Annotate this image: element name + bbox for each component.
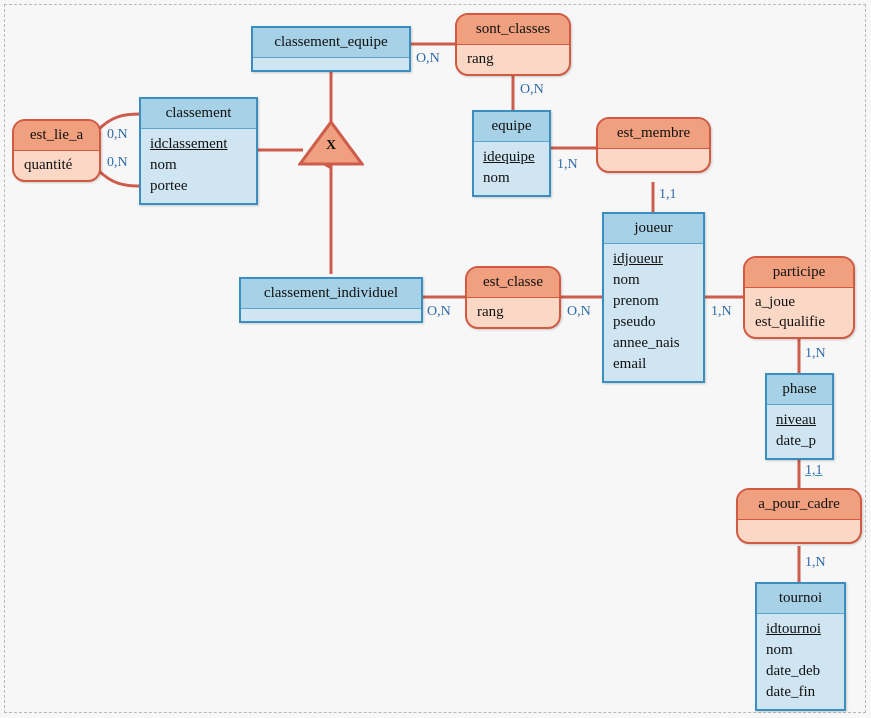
relationship-attributes [598,149,709,171]
cardinality-classement-equipe-sont-classes: O,N [416,51,440,66]
relationship-title: est_lie_a [14,121,99,151]
attribute: quantité [24,157,73,173]
relationship-est-lie-a[interactable]: est_lie_a quantité [12,119,101,182]
attribute: nom [766,642,793,658]
entity-tournoi[interactable]: tournoi idtournoi nom date_deb date_fin [755,582,846,711]
cardinality-sont-classes-equipe: O,N [520,82,544,97]
link-est-lie-a-loop-bottom [96,168,141,188]
attribute-pk: idclassement [150,136,228,152]
attribute: date_fin [766,684,816,700]
entity-joueur[interactable]: joueur idjoueur nom prenom pseudo annee_… [602,212,705,383]
entity-title: equipe [474,112,549,142]
relationship-title: est_membre [598,119,709,149]
relationship-title: a_pour_cadre [738,490,860,520]
relationship-est-classe[interactable]: est_classe rang [465,266,561,329]
cardinality-est-classe-joueur: O,N [567,304,591,319]
attribute: rang [467,51,494,67]
attribute: prenom [613,293,659,309]
entity-attributes: idclassement nom portee [141,129,256,203]
cardinality-phase-a-pour-cadre[interactable]: 1,1 [805,463,823,478]
entity-attributes: idjoueur nom prenom pseudo annee_nais em… [604,244,703,381]
attribute: date_deb [766,663,821,679]
attribute: est_qualifie [755,314,825,330]
relationship-attributes: rang [457,45,569,74]
triangle-shape [297,119,365,166]
attribute: rang [477,304,504,320]
entity-title: classement_equipe [253,28,409,58]
entity-title: joueur [604,214,703,244]
cardinality-joueur-participe: 1,N [711,304,732,319]
attribute-pk: idjoueur [613,251,663,267]
entity-attributes [241,309,421,321]
entity-classement-individuel[interactable]: classement_individuel [239,277,423,323]
attribute: email [613,356,647,372]
entity-attributes: niveau date_p [767,405,832,458]
attribute: date_p [776,433,816,449]
relationship-attributes: a_joue est_qualifie [745,288,853,337]
relationship-title: sont_classes [457,15,569,45]
page-boundary [4,4,866,713]
cardinality-equipe-est-membre: 1,N [557,157,578,172]
relationship-participe[interactable]: participe a_joue est_qualifie [743,256,855,339]
entity-classement-equipe[interactable]: classement_equipe [251,26,411,72]
entity-title: classement_individuel [241,279,421,309]
entity-equipe[interactable]: equipe idequipe nom [472,110,551,197]
attribute-pk: idtournoi [766,621,821,637]
relationship-attributes: quantité [14,151,99,180]
entity-title: tournoi [757,584,844,614]
cardinality-est-lie-a-bottom: 0,N [107,155,128,170]
entity-title: phase [767,375,832,405]
relationship-attributes: rang [467,298,559,327]
attribute: a_joue [755,294,795,310]
entity-classement[interactable]: classement idclassement nom portee [139,97,258,205]
entity-title: classement [141,99,256,129]
attribute-pk: niveau [776,412,816,428]
attribute: nom [613,272,640,288]
attribute: nom [150,157,177,173]
relationship-title: participe [745,258,853,288]
cardinality-est-lie-a-top: 0,N [107,127,128,142]
entity-phase[interactable]: phase niveau date_p [765,373,834,460]
relationship-attributes [738,520,860,542]
relationship-sont-classes[interactable]: sont_classes rang [455,13,571,76]
entity-attributes [253,58,409,70]
attribute: pseudo [613,314,656,330]
cardinality-est-membre-joueur: 1,1 [659,187,677,202]
attribute-pk: idequipe [483,149,535,165]
inheritance-triangle-exclusive[interactable]: X [297,119,365,166]
cardinality-participe-phase: 1,N [805,346,826,361]
inheritance-symbol: X [325,138,337,153]
entity-attributes: idtournoi nom date_deb date_fin [757,614,844,709]
entity-attributes: idequipe nom [474,142,549,195]
cardinality-a-pour-cadre-tournoi: 1,N [805,555,826,570]
relationship-title: est_classe [467,268,559,298]
attribute: annee_nais [613,335,680,351]
relationship-a-pour-cadre[interactable]: a_pour_cadre [736,488,862,544]
attribute: nom [483,170,510,186]
attribute: portee [150,178,188,194]
relationship-est-membre[interactable]: est_membre [596,117,711,173]
cardinality-classement-individuel-est-classe: O,N [427,304,451,319]
